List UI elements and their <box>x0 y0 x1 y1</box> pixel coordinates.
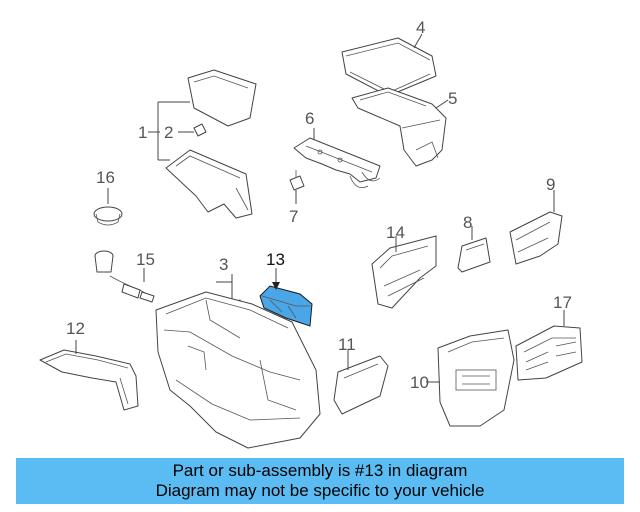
callout-10: 10 <box>410 373 429 392</box>
callout-6: 6 <box>305 109 314 128</box>
callout-7: 7 <box>289 207 298 226</box>
callout-2: 2 <box>164 123 173 142</box>
banner-line-1: Part or sub-assembly is #13 in diagram <box>172 461 468 480</box>
callout-16: 16 <box>96 168 115 187</box>
callout-5: 5 <box>448 89 457 108</box>
part-1-console-upper <box>148 69 257 219</box>
info-banner: Part or sub-assembly is #13 in diagram D… <box>16 458 624 504</box>
part-9-side-trim <box>509 190 563 265</box>
console-body <box>155 291 321 449</box>
part-10-rear-panel <box>426 329 515 427</box>
part-15-power-outlet <box>94 250 155 303</box>
callout-15: 15 <box>136 250 155 269</box>
part-11-plate <box>333 350 389 415</box>
callout-9: 9 <box>546 175 555 194</box>
part-7-clip <box>289 170 305 204</box>
part-16-cup-holder <box>93 188 123 226</box>
callout-8: 8 <box>463 213 472 232</box>
part-6-bracket <box>293 128 381 189</box>
callout-17: 17 <box>553 293 572 312</box>
part-17-vent <box>515 310 583 381</box>
callout-13: 13 <box>266 250 285 269</box>
part-12-duct <box>39 340 139 411</box>
part-2-fastener <box>178 123 207 137</box>
part-5-armrest-base <box>351 87 449 167</box>
callout-12: 12 <box>66 319 85 338</box>
callout-4: 4 <box>416 18 425 37</box>
part-13-highlighted[interactable] <box>259 268 313 327</box>
callout-3: 3 <box>219 255 228 274</box>
part-14-side-panel <box>371 235 437 309</box>
callout-1: 1 <box>138 123 147 142</box>
banner-line-2: Diagram may not be specific to your vehi… <box>155 481 485 500</box>
part-4-armrest-lid <box>341 33 437 97</box>
callout-14: 14 <box>386 223 405 242</box>
part-8-panel <box>457 226 491 273</box>
callout-11: 11 <box>338 335 356 354</box>
